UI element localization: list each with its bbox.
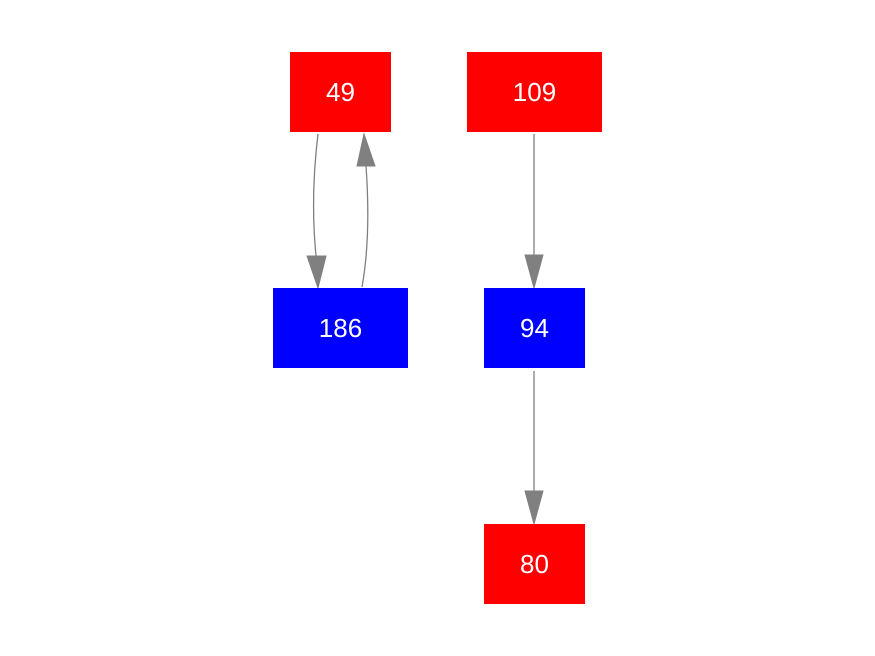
node-80[interactable]: 80	[484, 524, 585, 604]
node-80-label: 80	[520, 549, 549, 579]
node-94-box	[484, 288, 585, 368]
edge-186-to-49	[356, 132, 376, 288]
node-49-label: 49	[326, 77, 355, 107]
node-186[interactable]: 186	[273, 288, 408, 368]
edges	[306, 132, 544, 526]
node-49-box	[290, 52, 391, 132]
node-109-box	[467, 52, 602, 132]
edge-94-to-80	[524, 371, 544, 526]
edge-109-to-94	[524, 134, 544, 290]
node-109-label: 109	[513, 77, 556, 107]
node-80-box	[484, 524, 585, 604]
node-94-label: 94	[520, 313, 549, 343]
node-109[interactable]: 109	[467, 52, 602, 132]
node-186-label: 186	[319, 313, 362, 343]
node-49[interactable]: 49	[290, 52, 391, 132]
node-186-box	[273, 288, 408, 368]
node-94[interactable]: 94	[484, 288, 585, 368]
edge-49-to-186	[306, 133, 327, 290]
